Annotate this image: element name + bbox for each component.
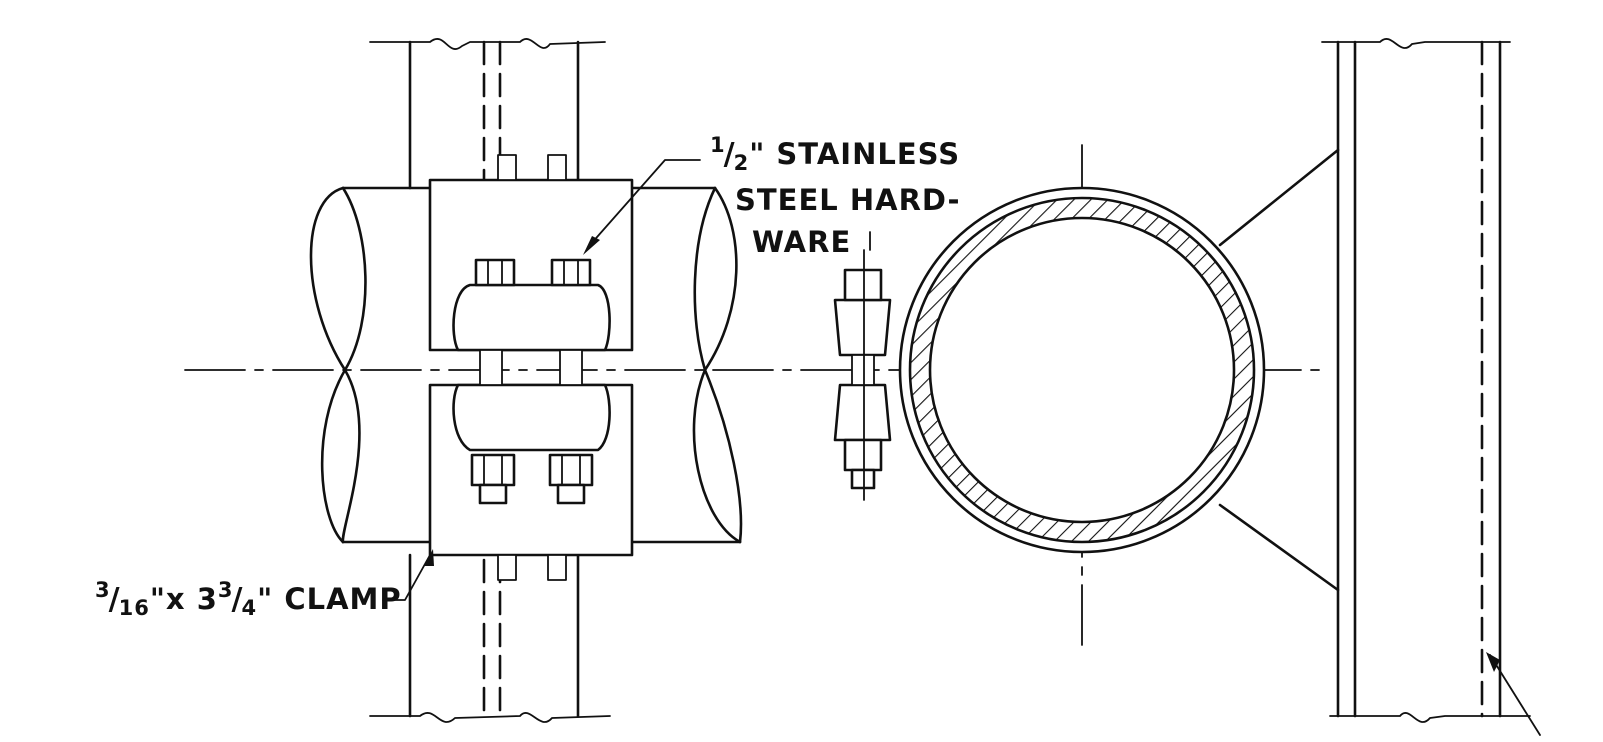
vertical-post-right-view	[1218, 38, 1541, 736]
hardware-note-line1-text: " STAINLESS	[749, 137, 961, 171]
pipe-cross-section	[898, 186, 1266, 554]
hardware-leader	[583, 159, 701, 255]
clamp-leader	[382, 549, 434, 601]
hardware-note-line2: STEEL HARD-	[735, 183, 961, 217]
clamp-note: 3/16"x 33/4" CLAMP	[95, 578, 402, 620]
cross-section-clamp-ears	[833, 249, 892, 501]
clamp-note-mid: "x 3	[149, 582, 218, 616]
hardware-fraction: 1/2	[710, 133, 750, 175]
clamp-fraction-width: 3/4	[217, 578, 258, 620]
hardware-note-line1: 1/2" STAINLESS	[710, 133, 961, 175]
hardware-note-line3: WARE	[752, 225, 852, 259]
clamp-ears-bolts	[452, 258, 611, 505]
clamp-note-rest: " CLAMP	[257, 582, 402, 616]
clamp-fraction-thickness: 3/16	[95, 578, 150, 620]
vertical-post-left-view	[369, 38, 611, 723]
